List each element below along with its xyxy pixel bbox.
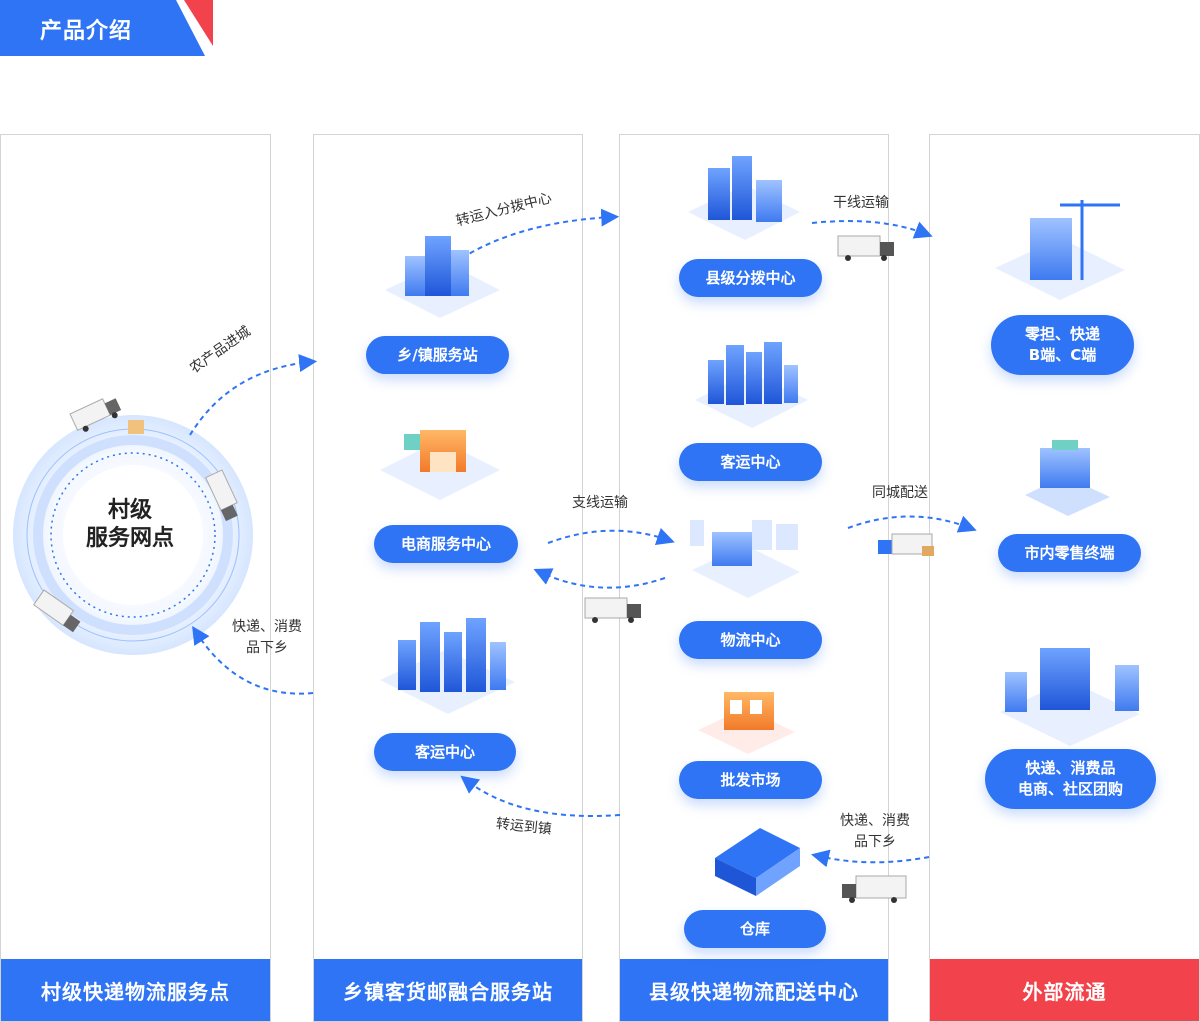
- town-passenger-illustration: [380, 618, 515, 714]
- column-footer-town: 乡镇客货邮融合服务站: [314, 959, 582, 1021]
- logistics-center-illustration: [690, 520, 800, 598]
- node-express-community[interactable]: 快递、消费品 电商、社区团购: [985, 749, 1156, 809]
- label-down-county: 快递、消费 品下乡: [840, 813, 910, 850]
- page-title: 产品介绍: [40, 19, 133, 44]
- warehouse-illustration: [715, 828, 800, 896]
- node-ecommerce-center[interactable]: 电商服务中心: [374, 525, 518, 563]
- truck-icon: [837, 235, 894, 261]
- label-down-village: 快递、消费 品下乡: [232, 619, 302, 656]
- truck-icon: [878, 533, 934, 556]
- column-footer-external: 外部流通: [930, 959, 1199, 1021]
- truck-icon: [842, 875, 907, 903]
- node-county-passenger-center[interactable]: 客运中心: [679, 443, 822, 481]
- retail-illustration: [1025, 440, 1110, 516]
- county-passenger-illustration: [695, 342, 808, 428]
- column-footer-village: 村级快递物流服务点: [1, 959, 270, 1021]
- wholesale-illustration: [698, 692, 795, 754]
- truck-icon: [69, 398, 122, 432]
- label-city-delivery: 同城配送: [872, 485, 928, 501]
- node-town-passenger-center[interactable]: 客运中心: [374, 733, 516, 771]
- header-tab-shape: [0, 0, 213, 56]
- town-station-illustration: [385, 236, 500, 318]
- arrow-to-town: [460, 775, 621, 817]
- arrow-branch-back: [533, 568, 666, 589]
- construction-illustration: [995, 200, 1125, 300]
- node-town-station[interactable]: 乡/镇服务站: [366, 336, 509, 374]
- node-warehouse[interactable]: 仓库: [684, 910, 826, 948]
- column-village: 村级快递物流服务点: [0, 134, 271, 1022]
- truck-icon: [584, 597, 641, 623]
- node-wholesale-market[interactable]: 批发市场: [679, 761, 822, 799]
- truck-icon: [32, 589, 81, 633]
- truck-icon: [205, 469, 238, 522]
- column-town: 乡镇客货邮融合服务站: [313, 134, 583, 1022]
- arrow-city-delivery: [847, 515, 977, 533]
- village-center-label: 村级 服务网点: [85, 498, 174, 551]
- arrow-agri-to-town: [189, 354, 318, 436]
- arrow-branch-out: [547, 527, 675, 545]
- node-sorting-center[interactable]: 县级分拨中心: [679, 259, 822, 297]
- express-illustration: [1000, 648, 1140, 746]
- arrow-down-county: [810, 849, 930, 868]
- column-footer-county: 县级快递物流配送中心: [620, 959, 888, 1021]
- arrow-to-sorting: [461, 208, 620, 259]
- label-branch: 支线运输: [572, 495, 628, 511]
- node-b2c[interactable]: 零担、快递 B端、C端: [991, 315, 1134, 375]
- node-logistics-center[interactable]: 物流中心: [679, 621, 822, 659]
- section-header-tab: 产品介绍: [0, 0, 213, 56]
- ecommerce-illustration: [380, 430, 500, 500]
- sorting-center-illustration: [688, 156, 800, 240]
- village-dial: [13, 415, 253, 655]
- arrow-trunk: [811, 220, 933, 239]
- label-trunk: 干线运输: [833, 195, 889, 211]
- node-retail-terminal[interactable]: 市内零售终端: [998, 534, 1141, 572]
- package-icon: [128, 420, 144, 434]
- arrow-down-village: [192, 625, 314, 695]
- column-county: 县级快递物流配送中心: [619, 134, 889, 1022]
